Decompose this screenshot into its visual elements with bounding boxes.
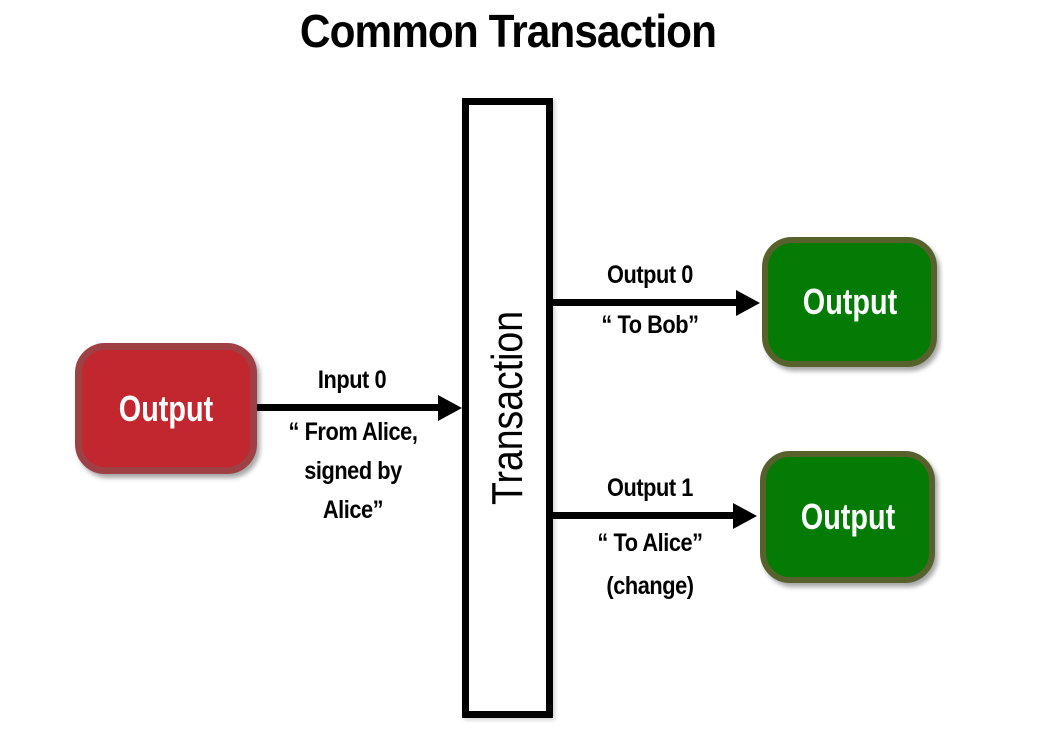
output1-annotation-line2: (change)	[606, 572, 694, 600]
transaction-box: Transaction	[462, 98, 553, 718]
output0-arrowhead-icon	[736, 290, 760, 316]
input0-annotation-line3: Alice”	[322, 496, 384, 524]
output1-edge-annotation: “ To Alice” (change)	[563, 522, 737, 608]
input0-annotation-line1: “ From Alice,	[288, 418, 418, 446]
input0-arrow-shaft	[257, 404, 440, 411]
output1-edge-name: Output 1	[607, 474, 693, 502]
output1-arrow-shaft	[553, 512, 735, 519]
output0-box: Output	[762, 237, 937, 367]
input0-arrowhead-icon	[438, 395, 462, 421]
diagram-title: Common Transaction	[299, 5, 717, 57]
output1-annotation-line1: “ To Alice”	[597, 529, 703, 557]
output1-arrowhead-icon	[733, 503, 757, 529]
source-output-box: Output	[75, 343, 257, 474]
output1-label: Output	[800, 496, 895, 537]
output0-label: Output	[802, 281, 897, 322]
output0-edge-name: Output 0	[607, 261, 693, 289]
output0-edge-annotation: “ To Bob”	[563, 308, 737, 342]
transaction-label: Transaction	[482, 310, 532, 506]
output1-box: Output	[760, 451, 935, 583]
output0-annotation-line1: “ To Bob”	[601, 311, 699, 339]
source-output-label: Output	[118, 387, 214, 429]
input0-edge-name: Input 0	[317, 366, 387, 394]
input0-edge-annotation: “ From Alice, signed by Alice”	[266, 413, 440, 530]
input0-annotation-line2: signed by	[304, 457, 402, 485]
output0-arrow-shaft	[553, 299, 738, 306]
